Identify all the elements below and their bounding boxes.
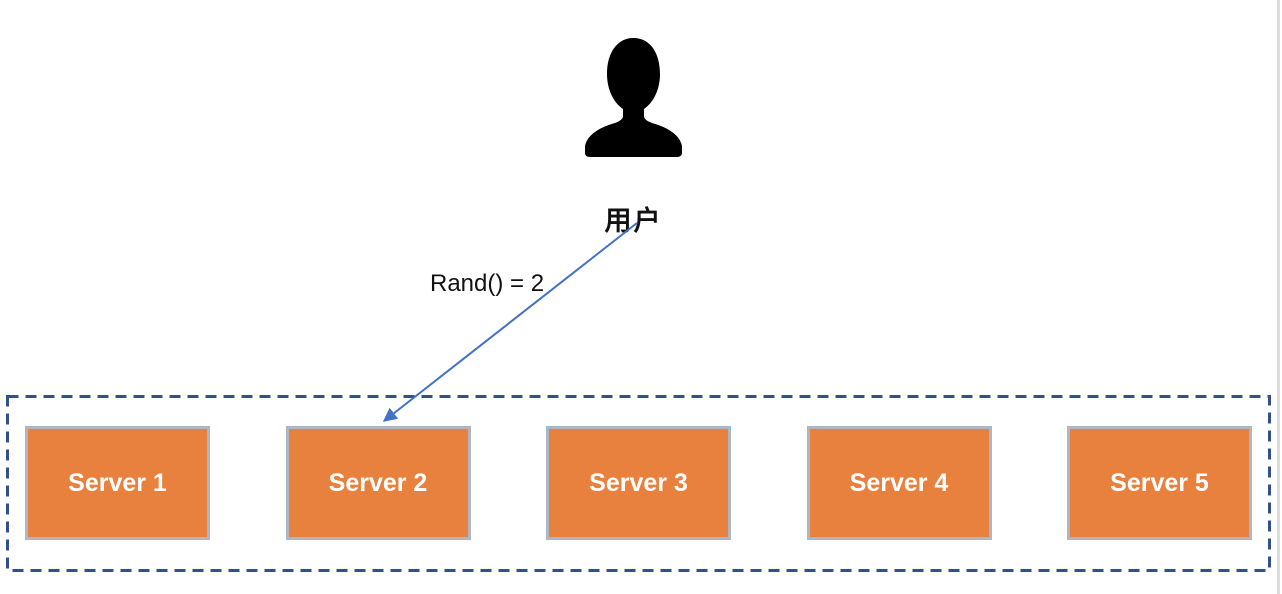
user-label: 用户	[604, 206, 663, 236]
server-label: Server 1	[68, 468, 167, 497]
server-box-5: Server 5	[1067, 426, 1252, 540]
server-label: Server 2	[328, 468, 428, 497]
arrow-label: Rand() = 2	[430, 270, 545, 297]
server-box-1: Server 1	[25, 426, 210, 540]
server-label: Server 3	[589, 468, 688, 497]
server-box-3: Server 3	[546, 426, 731, 540]
server-box-2: Server 2	[285, 426, 471, 540]
person-icon	[585, 38, 682, 157]
server-pool: Server 1 Server 2 Server 3 Server 4 Serv…	[6, 426, 1271, 540]
server-box-4: Server 4	[806, 426, 992, 540]
window-edge-line	[1277, 0, 1280, 594]
user-figure: 用户	[573, 32, 694, 238]
person-icon-reflection	[577, 155, 690, 197]
request-arrow	[382, 222, 638, 422]
server-label: Server 5	[1110, 468, 1209, 497]
server-label: Server 4	[849, 468, 949, 497]
